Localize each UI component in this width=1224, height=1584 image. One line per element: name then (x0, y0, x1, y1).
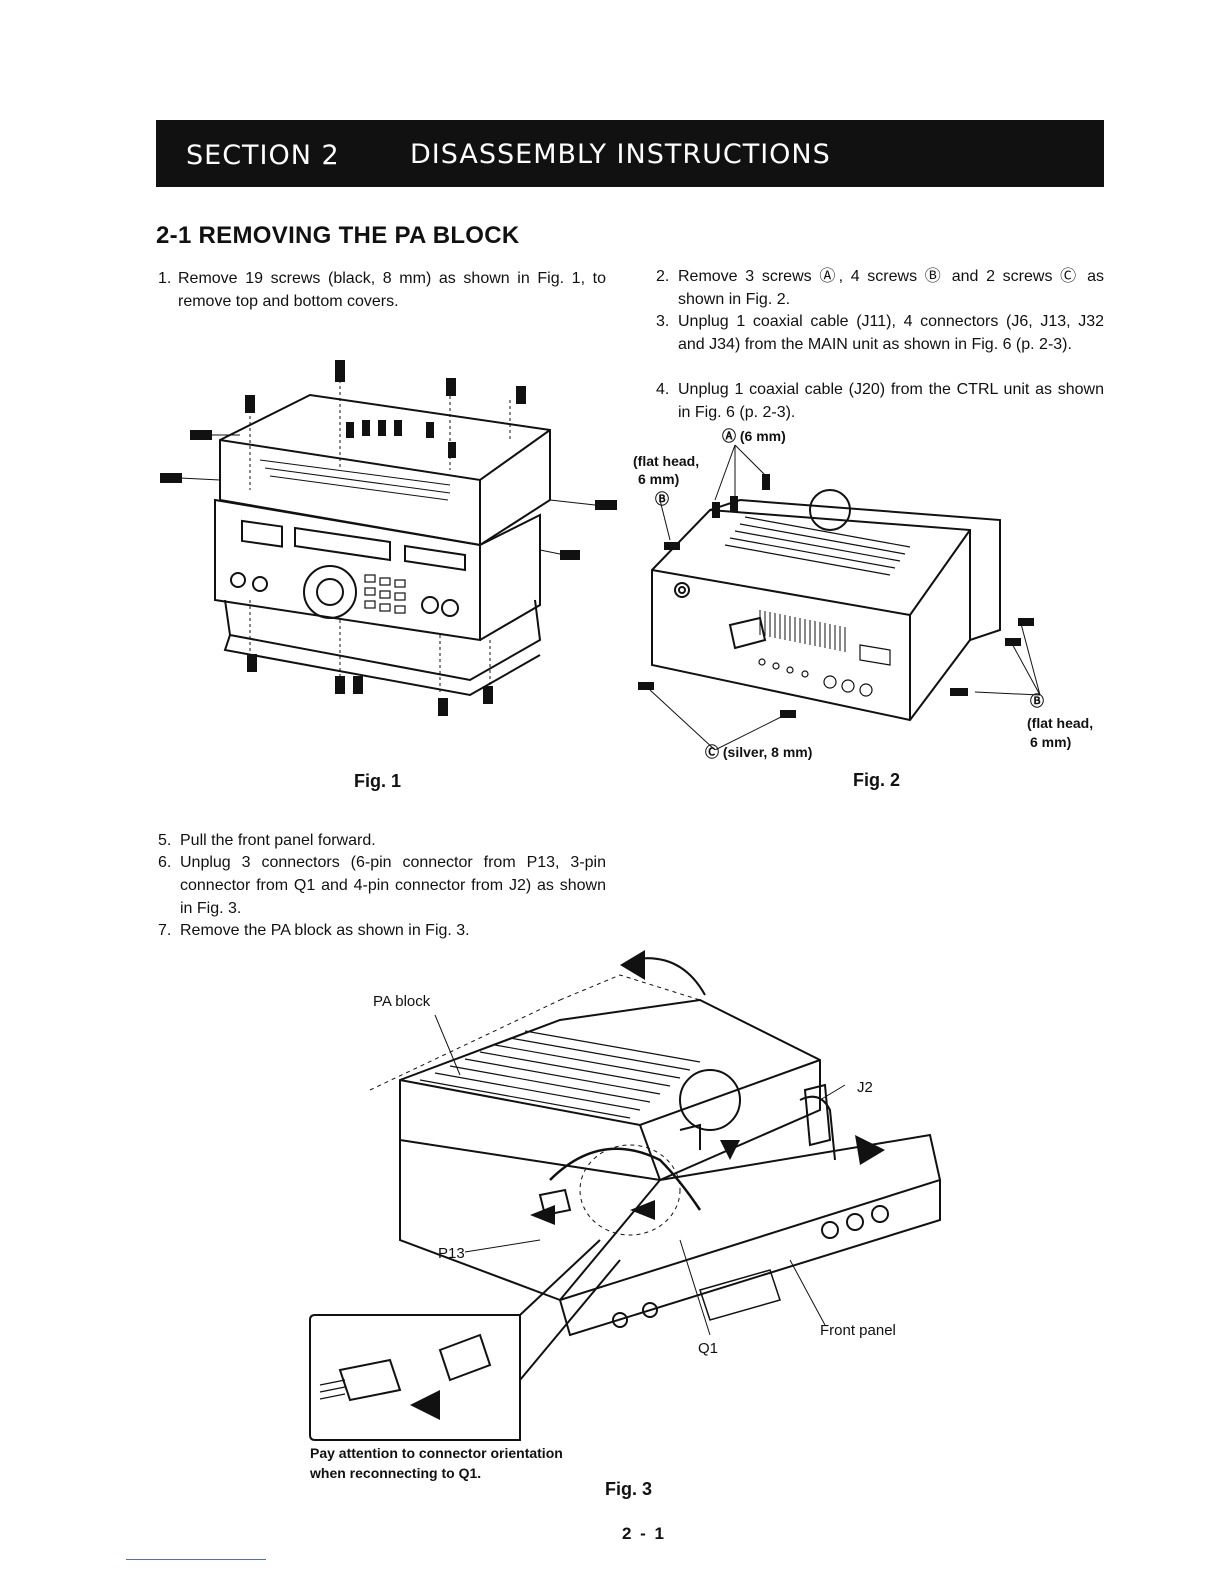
step-6: 6. Unplug 3 connectors (6-pin connector … (158, 851, 606, 920)
fig3-note-line-1: Pay attention to connector orientation (310, 1445, 563, 1461)
fig3-illustration (309, 950, 942, 1441)
step-number: 4. (656, 381, 670, 398)
fig2-label-b-right: Ⓑ (1030, 693, 1044, 709)
fig2-caption: Fig. 2 (853, 770, 901, 790)
fig1-illustration (160, 360, 617, 716)
fig2-label-flat-head-right-2: 6 mm) (1030, 734, 1072, 750)
step-text: Unplug 3 connectors (6-pin connector fro… (180, 854, 606, 917)
fig1-caption: Fig. 1 (354, 771, 402, 791)
step-7: 7. Remove the PA block as shown in Fig. … (158, 919, 606, 942)
page-heading: 2-1 REMOVING THE PA BLOCK (156, 222, 520, 249)
step-1: 1. Remove 19 screws (black, 8 mm) as sho… (158, 267, 606, 313)
step-text: Unplug 1 coaxial cable (J20) from the CT… (678, 381, 1104, 421)
fig3-label-j2: J2 (857, 1079, 873, 1096)
step-3: 3. Unplug 1 coaxial cable (J11), 4 conne… (656, 310, 1104, 356)
step-2: 2. Remove 3 screws Ⓐ, 4 screws Ⓑ and 2 s… (656, 265, 1104, 311)
fig3-label-pa-block: PA block (373, 993, 431, 1010)
step-number: 2. (656, 268, 670, 285)
fig2-label-flat-head-left-1: (flat head, (633, 453, 700, 469)
step-number: 5. (158, 832, 172, 849)
fig2-label-c-screw: Ⓒ (silver, 8 mm) (705, 744, 813, 760)
fig2-label-a-screw: Ⓐ (6 mm) (722, 428, 786, 444)
step-text: Remove 19 screws (black, 8 mm) as shown … (178, 270, 606, 310)
step-number: 7. (158, 922, 172, 939)
footer-rule (126, 1559, 266, 1560)
page-number: 2 - 1 (622, 1524, 667, 1543)
fig3-caption: Fig. 3 (605, 1479, 653, 1499)
section-title: DISASSEMBLY INSTRUCTIONS (410, 139, 831, 170)
step-text: Unplug 1 coaxial cable (J11), 4 connecto… (678, 313, 1104, 353)
fig2-label-b-left: Ⓑ (655, 491, 669, 507)
fig3-note-line-2: when reconnecting to Q1. (310, 1465, 482, 1481)
step-number: 1. (158, 270, 172, 287)
step-number: 3. (656, 313, 670, 330)
fig3-label-p13: P13 (438, 1245, 465, 1262)
fig2-illustration (638, 444, 1041, 750)
section-number: SECTION 2 (186, 140, 340, 171)
step-number: 6. (158, 854, 172, 871)
fig3-label-q1: Q1 (698, 1340, 719, 1357)
fig2-label-flat-head-left-2: 6 mm) (638, 471, 680, 487)
step-4: 4. Unplug 1 coaxial cable (J20) from the… (656, 378, 1104, 424)
section-banner: SECTION 2 DISASSEMBLY INSTRUCTIONS (156, 120, 1104, 187)
step-text: Remove the PA block as shown in Fig. 3. (180, 922, 470, 939)
step-text: Remove 3 screws Ⓐ, 4 screws Ⓑ and 2 scre… (678, 268, 1104, 308)
fig3-label-front-panel: Front panel (820, 1322, 896, 1339)
fig2-label-flat-head-right-1: (flat head, (1027, 715, 1094, 731)
step-5: 5. Pull the front panel forward. (158, 829, 606, 852)
step-text: Pull the front panel forward. (180, 832, 376, 849)
